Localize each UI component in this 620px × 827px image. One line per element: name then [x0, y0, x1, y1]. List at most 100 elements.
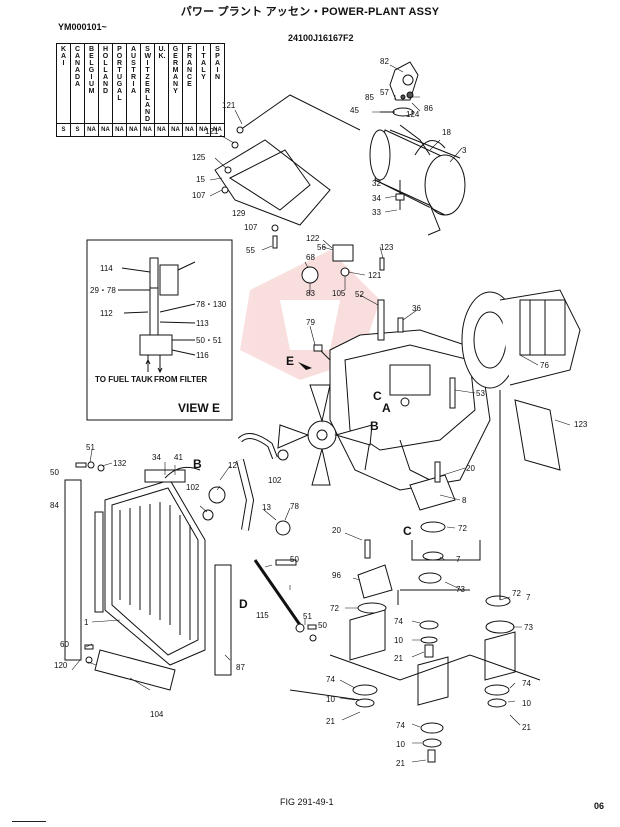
callout-57: 57 — [380, 88, 389, 97]
callout-55: 55 — [246, 246, 255, 255]
serial-range: YM000101~ — [58, 22, 107, 32]
country-name: CANADA — [74, 46, 81, 88]
callout-view-e: 78・130 — [196, 300, 227, 309]
callout-18: 18 — [442, 128, 451, 137]
callout-7: 7 — [456, 555, 461, 564]
callout-72: 72 — [458, 524, 467, 533]
callout-56: 56 — [317, 243, 326, 252]
foam-seal — [214, 564, 232, 676]
callout-view-e: 116 — [196, 351, 209, 360]
callout-107: 107 — [244, 223, 258, 232]
view-letter-b: B — [193, 457, 202, 471]
callout-72: 72 — [330, 604, 339, 613]
callout-view-e: 50・51 — [196, 336, 222, 345]
foam-seal — [94, 649, 176, 691]
view-letter-a: A — [382, 401, 391, 415]
turbo-flange — [301, 244, 385, 284]
view-e-inset: 114 29・78 78・130 112 113 50・51 116 TO FU… — [86, 239, 233, 421]
heat-shield — [214, 94, 361, 249]
hydraulic-pump — [461, 289, 581, 389]
view-letter-b: B — [370, 419, 379, 433]
bottom-rule — [12, 821, 46, 822]
callout-15: 15 — [196, 175, 205, 184]
view-letters: E C A B B C D — [193, 354, 412, 611]
callout-125: 125 — [192, 153, 206, 162]
callout-123: 123 — [380, 243, 394, 252]
figure-number: FIG 291-49-1 — [280, 797, 334, 807]
country-name: U.K. — [158, 46, 166, 60]
engine-mounts — [289, 390, 541, 763]
country-code-row: S S NA NA NA NA NA NA NA NA NA NA — [56, 123, 225, 137]
callout-82: 82 — [380, 57, 389, 66]
callout-132: 132 — [113, 459, 127, 468]
callout-50: 50 — [50, 468, 59, 477]
callout-10: 10 — [326, 695, 335, 704]
callout-78: 78 — [290, 502, 299, 511]
callout-83: 83 — [306, 289, 315, 298]
to-fuel-tank-label: TO FUEL TAUK — [95, 375, 153, 384]
callout-60: 60 — [60, 640, 69, 649]
callout-121: 121 — [205, 127, 219, 136]
callout-74: 74 — [522, 679, 531, 688]
country-code: NA — [210, 123, 225, 137]
callout-view-e: 113 — [196, 319, 209, 328]
callout-74: 74 — [326, 675, 335, 684]
callout-123: 123 — [574, 420, 588, 429]
callout-7: 7 — [526, 593, 531, 602]
callout-10: 10 — [522, 699, 531, 708]
callout-68: 68 — [306, 253, 315, 262]
callout-53: 53 — [476, 389, 485, 398]
country-name: BELGIUM — [88, 46, 95, 95]
callout-84: 84 — [50, 501, 59, 510]
callout-8: 8 — [462, 496, 467, 505]
callout-52: 52 — [355, 290, 364, 299]
callout-115: 115 — [256, 611, 269, 620]
arrow-e — [298, 362, 312, 370]
callout-107: 107 — [192, 191, 206, 200]
callout-12: 12 — [228, 461, 237, 470]
view-letter-d: D — [239, 597, 248, 611]
callout-96: 96 — [332, 571, 341, 580]
country-name: FRANCE — [186, 46, 193, 88]
cover-plate — [514, 399, 561, 471]
callout-105: 105 — [332, 289, 346, 298]
country-name: HOLLAND — [102, 46, 109, 95]
callout-85: 85 — [365, 93, 374, 102]
view-e-title: VIEW E — [178, 401, 220, 415]
callout-129: 129 — [232, 209, 246, 218]
view-letter-c: C — [403, 524, 412, 538]
callout-87: 87 — [236, 663, 245, 672]
muffler-assembly — [369, 61, 466, 236]
callout-45: 45 — [350, 106, 359, 115]
cooling-fan — [277, 384, 373, 486]
country-name: AUSTRIA — [130, 46, 137, 95]
callout-50: 50 — [318, 621, 327, 630]
country-name: GERMANY — [172, 46, 179, 95]
stay-rod — [253, 559, 302, 626]
country-code: S — [56, 123, 71, 137]
callout-51: 51 — [86, 443, 95, 452]
callout-102: 102 — [268, 476, 282, 485]
callout-73: 73 — [456, 585, 465, 594]
callout-view-e: 112 — [100, 309, 113, 318]
callout-86: 86 — [424, 104, 433, 113]
page-title: パワー プラント アッセン・POWER-PLANT ASSY — [180, 6, 440, 18]
country-name: SWITZERLAND — [144, 46, 152, 123]
callout-102: 102 — [186, 483, 200, 492]
callout-3: 3 — [462, 146, 467, 155]
callout-10: 10 — [394, 636, 403, 645]
from-filter-label: FROM FILTER — [154, 375, 207, 384]
view-letter-e: E — [286, 354, 294, 368]
country-code: NA — [168, 123, 183, 137]
engine-block — [313, 299, 491, 491]
callout-20: 20 — [332, 526, 341, 535]
callout-21: 21 — [522, 723, 531, 732]
foam-seal — [64, 479, 82, 661]
callout-13: 13 — [262, 503, 271, 512]
callout-124: 124 — [406, 110, 420, 119]
callout-120: 120 — [54, 661, 68, 670]
callout-72: 72 — [512, 589, 521, 598]
callout-122: 122 — [306, 234, 320, 243]
country-name: PORTUGAL — [116, 46, 123, 102]
